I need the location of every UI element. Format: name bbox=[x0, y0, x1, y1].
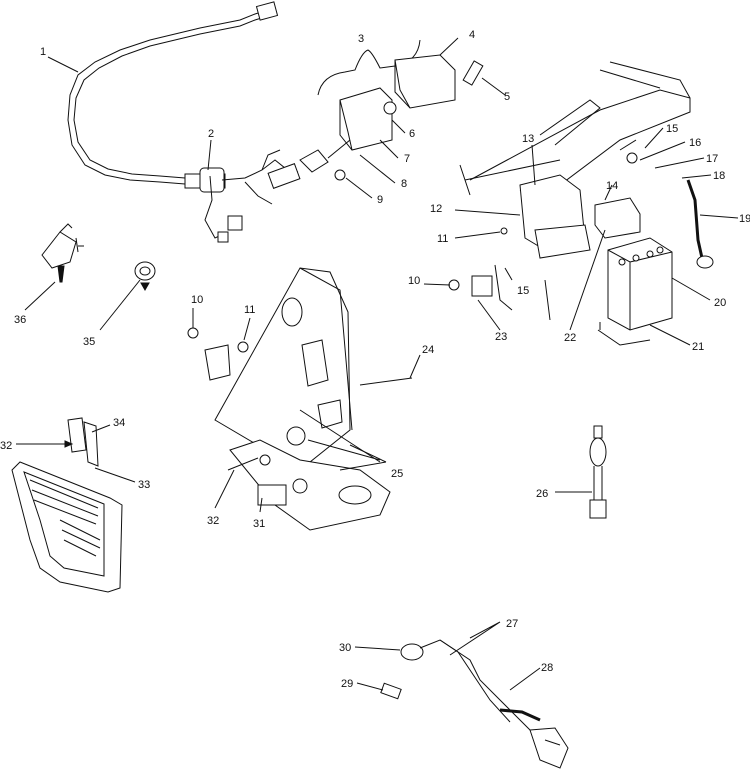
callout-24: 24 bbox=[422, 344, 434, 356]
callout-33: 33 bbox=[138, 479, 150, 491]
callout-4: 4 bbox=[469, 29, 475, 41]
callout-15-lower: 15 bbox=[517, 285, 529, 297]
callout-30: 30 bbox=[339, 642, 351, 654]
wiring-harness-part bbox=[67, 1, 301, 243]
callout-25: 25 bbox=[391, 468, 403, 480]
callout-11-upper: 11 bbox=[437, 233, 448, 245]
callout-22: 22 bbox=[564, 332, 576, 344]
callout-17: 17 bbox=[706, 153, 718, 165]
callout-15-upper: 15 bbox=[666, 123, 678, 135]
callout-labels: 1 2 3 4 5 6 7 8 9 10 10 11 11 12 13 14 1… bbox=[0, 29, 750, 690]
callout-7: 7 bbox=[404, 153, 410, 165]
rear-flap-part bbox=[11, 417, 123, 593]
callout-12: 12 bbox=[430, 203, 442, 215]
callout-14: 14 bbox=[606, 180, 618, 192]
callout-3: 3 bbox=[358, 33, 364, 45]
callout-5: 5 bbox=[504, 91, 510, 103]
callout-29: 29 bbox=[341, 678, 353, 690]
callout-27: 27 bbox=[506, 618, 518, 630]
battery-frame-assembly bbox=[448, 61, 714, 346]
callout-9: 9 bbox=[377, 194, 383, 206]
callout-26: 26 bbox=[536, 488, 548, 500]
callout-8: 8 bbox=[401, 178, 407, 190]
callout-1: 1 bbox=[40, 46, 46, 58]
callout-18: 18 bbox=[713, 170, 725, 182]
callout-13: 13 bbox=[522, 133, 534, 145]
bulb-socket-part bbox=[589, 425, 607, 519]
clip-and-grommet-parts bbox=[41, 223, 156, 292]
callout-35: 35 bbox=[83, 336, 95, 348]
callout-11-lower: 11 bbox=[244, 304, 255, 316]
callout-6: 6 bbox=[409, 128, 415, 140]
callout-23: 23 bbox=[495, 331, 507, 343]
callout-21: 21 bbox=[692, 341, 704, 353]
callout-2: 2 bbox=[208, 128, 214, 140]
callout-10-lower: 10 bbox=[191, 294, 203, 306]
callout-28: 28 bbox=[541, 662, 553, 674]
tail-light-assembly bbox=[299, 39, 484, 181]
callout-19: 19 bbox=[739, 213, 750, 225]
callout-34: 34 bbox=[113, 417, 125, 429]
callout-16: 16 bbox=[689, 137, 701, 149]
callout-10-upper: 10 bbox=[408, 275, 420, 287]
callout-32-lower: 32 bbox=[207, 515, 219, 527]
callout-31: 31 bbox=[253, 518, 265, 530]
leader-lines bbox=[16, 37, 739, 691]
callout-32-left: 32 bbox=[0, 440, 12, 452]
callout-36: 36 bbox=[14, 314, 26, 326]
mounting-panel-assembly bbox=[187, 267, 413, 531]
callout-20: 20 bbox=[714, 297, 726, 309]
lower-harness-part bbox=[380, 639, 569, 769]
